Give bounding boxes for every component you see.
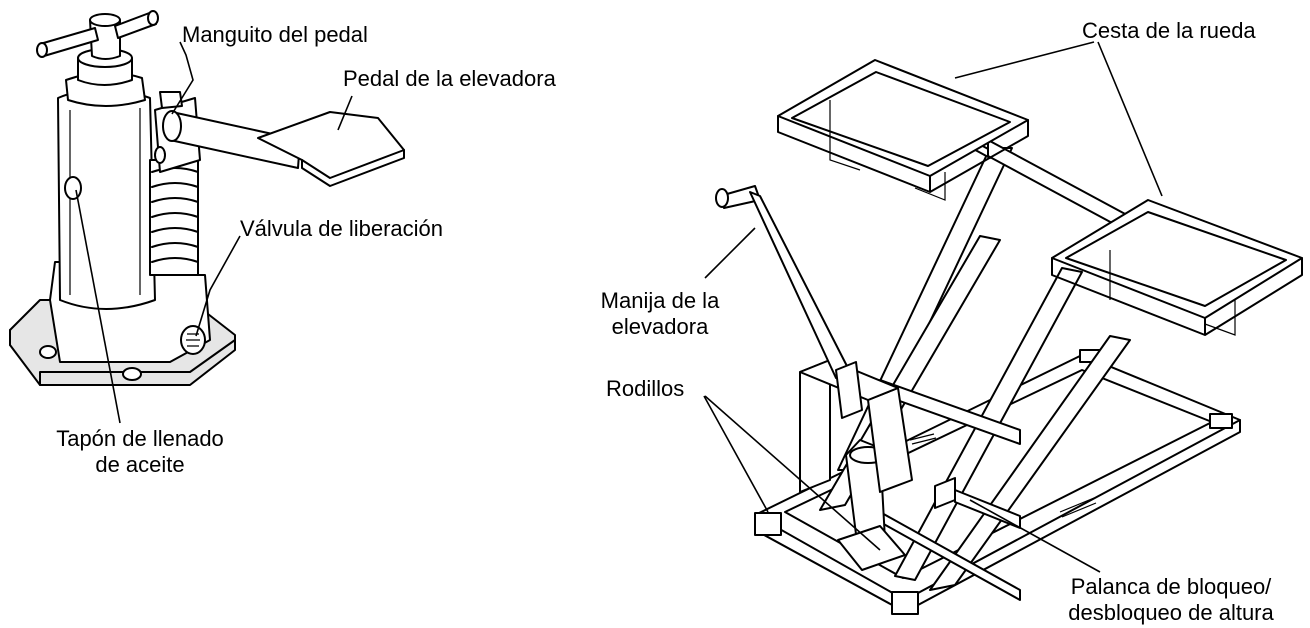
- base-bolt-front: [122, 367, 142, 381]
- label-release-valve: Válvula de liberación: [240, 216, 444, 241]
- label-wheel-basket: Cesta de la rueda: [1082, 18, 1256, 43]
- left-leader-lines: [75, 41, 353, 424]
- label-lift-pedal: Pedal de la elevadora: [343, 66, 556, 91]
- pivot-bolt: [159, 91, 183, 109]
- label-lift-handle-line2: elevadora: [611, 314, 709, 339]
- label-height-lock-line1: Palanca de bloqueo/: [1070, 574, 1272, 599]
- base-bolt-left: [39, 345, 57, 359]
- label-rollers: Rodillos: [606, 376, 685, 401]
- label-height-lock: Palanca de bloqueo/ desbloqueo de altura: [1040, 574, 1302, 626]
- lift-pedal: [257, 111, 405, 179]
- label-oil-fill-plug-line2: de aceite: [95, 452, 185, 477]
- label-lift-handle: Manija de la elevadora: [580, 288, 740, 340]
- label-oil-fill-plug: Tapón de llenado de aceite: [40, 426, 240, 478]
- label-height-lock-line2: desbloqueo de altura: [1068, 600, 1274, 625]
- right-leader-lines: [703, 41, 1163, 573]
- label-pedal-sleeve: Manguito del pedal: [182, 22, 368, 47]
- label-oil-fill-plug-line1: Tapón de llenado: [56, 426, 224, 451]
- motorcycle-lift: [715, 59, 1303, 615]
- oil-fill-plug: [64, 176, 82, 200]
- label-lift-handle-line1: Manija de la: [600, 288, 720, 313]
